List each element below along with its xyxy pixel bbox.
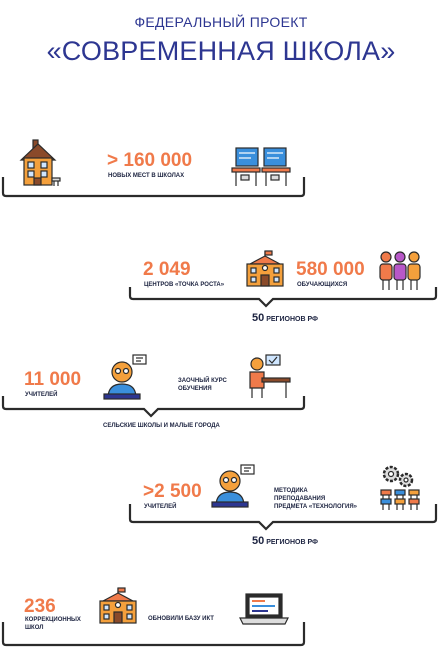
growth-centers-caption: ЦЕНТРОВ «ТОЧКА РОСТА» [144, 282, 225, 288]
regions-label-1: 50 РЕГИОНОВ РФ [252, 312, 319, 324]
growth-centers-number: 2 049 [143, 259, 191, 280]
teacher-icon [211, 464, 255, 508]
rural-schools-label: СЕЛЬСКИЕ ШКОЛЫ И МАЛЫЕ ГОРОДА [103, 423, 220, 429]
technology-method-caption: МЕТОДИКА ПРЕПОДАВАНИЯ ПРЕДМЕТА «ТЕХНОЛОГ… [274, 488, 357, 510]
teacher-icon [103, 354, 147, 400]
classroom-desks-icon [231, 147, 291, 186]
students-group-icon [379, 251, 421, 290]
bracket-block-3 [1, 396, 306, 418]
teachers-number-1: 11 000 [24, 369, 82, 390]
regions-label-2: 50 РЕГИОНОВ РФ [252, 535, 319, 547]
ict-update-caption: ОБНОВИЛИ БАЗУ ИКТ [148, 616, 214, 622]
bracket-block-2 [128, 287, 438, 308]
teachers-caption-1: УЧИТЕЛЕЙ [25, 392, 58, 398]
school-building-icon [99, 587, 137, 624]
teachers-number-2: >2 500 [143, 481, 202, 502]
project-title: «СОВРЕМЕННАЯ ШКОЛА» [46, 36, 396, 66]
correctional-schools-caption: КОРРЕКЦИОННЫХ ШКОЛ [25, 617, 81, 631]
school-building-icon [246, 250, 284, 287]
project-subtitle: ФЕДЕРАЛЬНЫЙ ПРОЕКТ [134, 14, 308, 30]
new-places-caption: НОВЫХ МЕСТ В ШКОЛАХ [108, 173, 185, 179]
house-icon [19, 139, 61, 186]
bracket-block-1 [1, 177, 306, 198]
correctional-schools-number: 236 [24, 596, 56, 617]
gears-classroom-icon [380, 465, 420, 510]
laptop-icon [239, 593, 289, 625]
course-caption: ЗАОЧНЫЙ КУРС ОБУЧЕНИЯ [178, 378, 227, 392]
new-places-number: > 160 000 [107, 150, 193, 171]
teachers-caption-2: УЧИТЕЛЕЙ [144, 504, 177, 510]
bracket-block-5 [1, 622, 306, 647]
bracket-block-4 [128, 504, 438, 531]
students-caption: ОБУЧАЮЩИХСЯ [297, 282, 348, 288]
student-at-desk-icon [249, 354, 291, 398]
students-number: 580 000 [296, 259, 365, 280]
